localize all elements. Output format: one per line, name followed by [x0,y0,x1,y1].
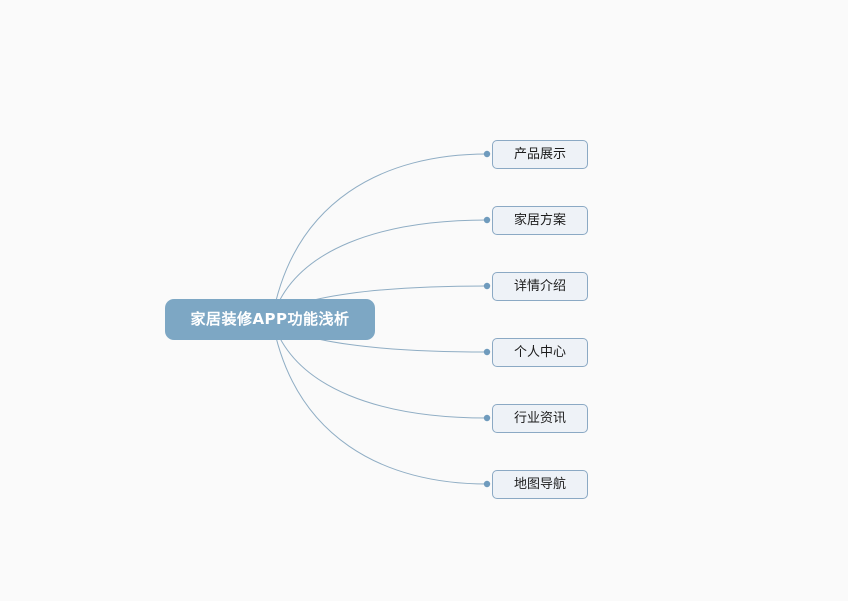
edge-connector-dot [483,348,491,356]
branch-node[interactable]: 行业资讯 [492,404,588,433]
edge-curve [271,153,488,320]
root-node[interactable]: 家居装修APP功能浅析 [165,299,375,340]
branch-node[interactable]: 详情介绍 [492,272,588,301]
branch-node-label: 行业资讯 [513,411,566,426]
edge-curve [271,318,488,485]
branch-node-label: 地图导航 [513,477,566,492]
branch-node-label: 家居方案 [513,213,566,228]
edge-connector-dot [483,150,491,158]
branch-node-label: 详情介绍 [513,279,566,294]
branch-node[interactable]: 个人中心 [492,338,588,367]
edge-connector-dot [483,480,491,488]
branch-node-label: 产品展示 [513,147,566,162]
branch-node[interactable]: 家居方案 [492,206,588,235]
edge-curve [271,318,488,419]
root-node-label: 家居装修APP功能浅析 [190,310,350,328]
edge-curve [271,219,488,320]
edge-connector-dot [483,414,491,422]
edge-connector-dot [483,216,491,224]
branch-node[interactable]: 产品展示 [492,140,588,169]
branch-node[interactable]: 地图导航 [492,470,588,499]
branch-node-label: 个人中心 [513,345,566,360]
edge-connector-dot [483,282,491,290]
